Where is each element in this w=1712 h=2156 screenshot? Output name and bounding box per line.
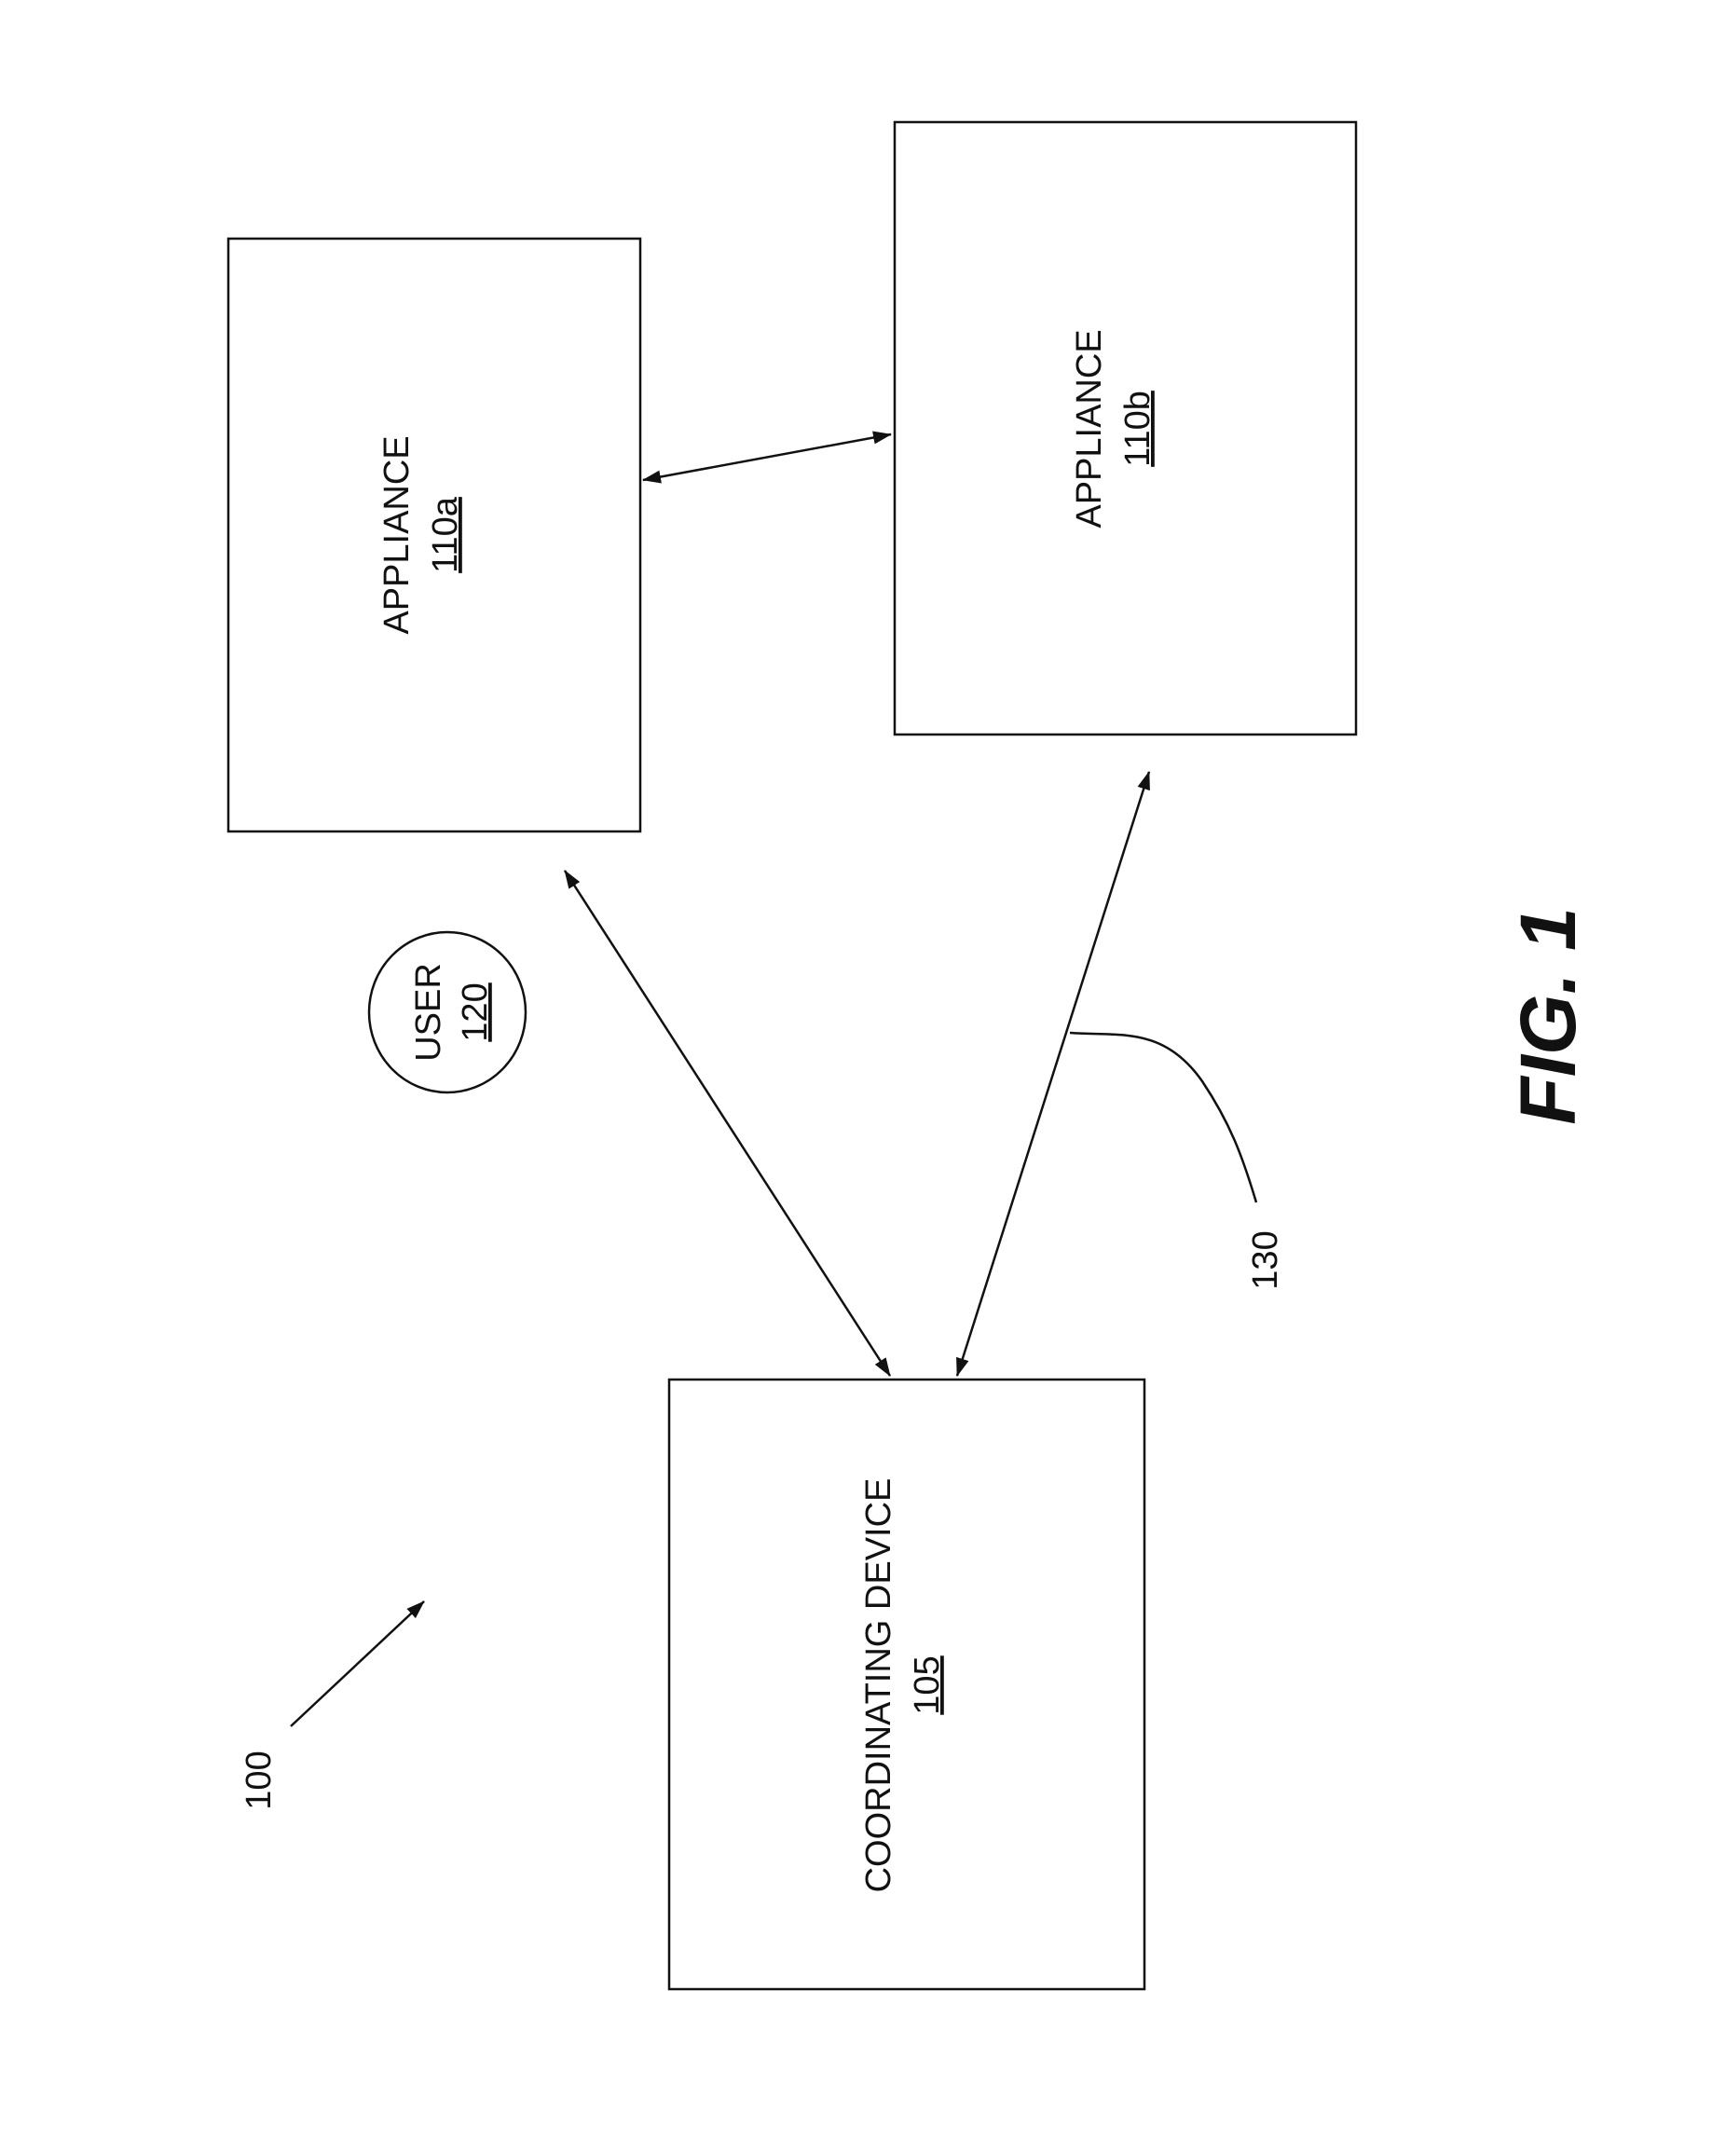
ref-130-label: 130	[1246, 1230, 1285, 1289]
appliance-110b-ref: 110b	[1118, 391, 1157, 467]
coordinating-device-box	[669, 1380, 1144, 1989]
user-120-node: USER 120	[369, 932, 526, 1092]
coordinating-device-label: COORDINATING DEVICE	[859, 1478, 898, 1893]
appliance-110b-label: APPLIANCE	[1070, 329, 1109, 528]
appliance-110b-node: APPLIANCE 110b	[895, 122, 1356, 735]
ref-100-label: 100	[240, 1751, 279, 1809]
coordinating-device-105-node: COORDINATING DEVICE 105	[669, 1380, 1144, 1989]
coordinating-device-ref: 105	[908, 1655, 947, 1714]
appliance-110a-label: APPLIANCE	[377, 435, 417, 634]
link-105-110b-arrow	[957, 772, 1149, 1376]
user-label: USER	[409, 963, 448, 1062]
link-105-110a-arrow	[565, 871, 890, 1376]
figure-title: FIG. 1	[1504, 907, 1592, 1124]
user-ref: 120	[456, 982, 495, 1041]
ref-100-arrow	[291, 1601, 424, 1726]
appliance-110a-ref: 110a	[426, 496, 465, 573]
ref-130-leader-line	[1070, 1033, 1256, 1202]
link-110a-110b-arrow	[643, 434, 891, 480]
appliance-110a-node: APPLIANCE 110a	[228, 239, 640, 831]
